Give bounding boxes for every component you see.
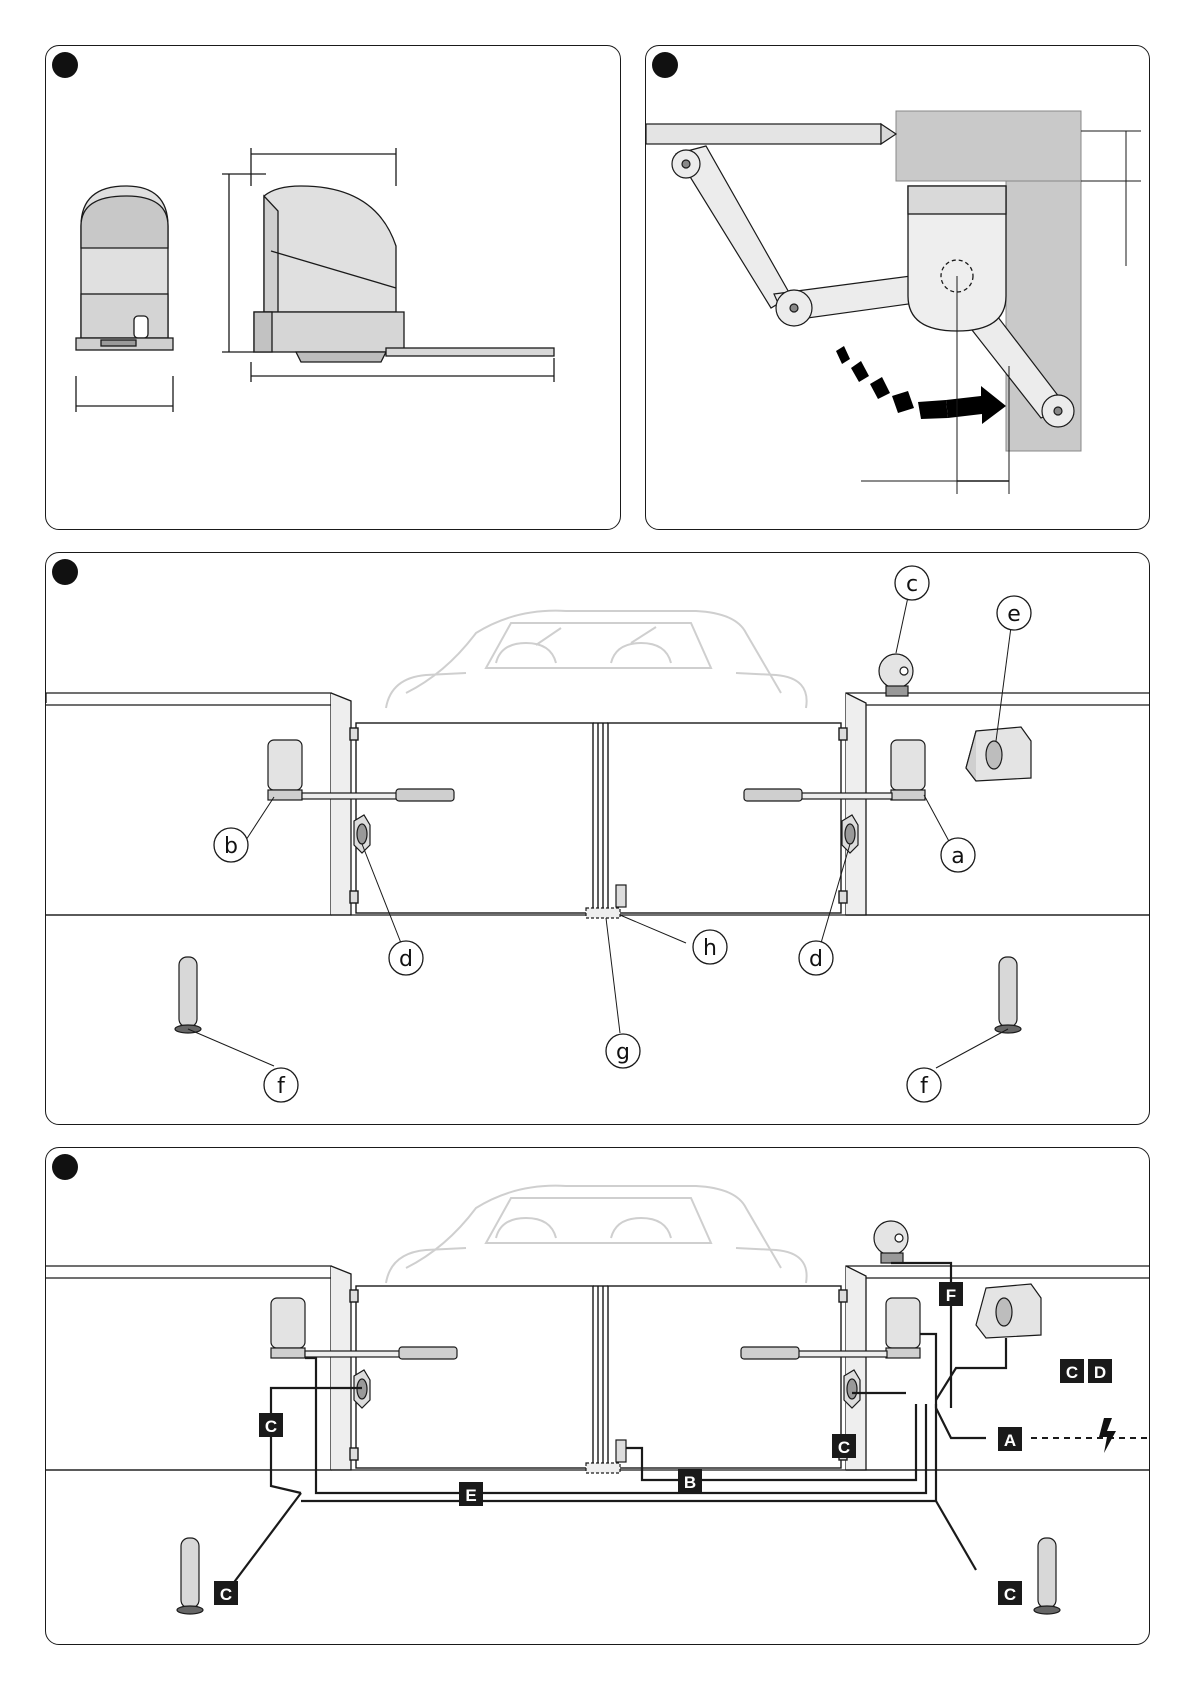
svg-text:B: B <box>684 1473 696 1492</box>
cable-tag-B: B <box>678 1469 702 1493</box>
ground-photocells <box>175 957 1021 1033</box>
gate-leaves <box>350 723 847 913</box>
svg-text:f: f <box>920 1074 929 1099</box>
svg-text:d: d <box>399 947 413 972</box>
svg-text:C: C <box>1004 1585 1016 1604</box>
cable-tag-C-right-column: C <box>998 1581 1022 1605</box>
svg-text:b: b <box>224 834 238 859</box>
svg-text:e: e <box>1007 602 1021 627</box>
cable-tag-D: D <box>1088 1359 1112 1383</box>
svg-text:C: C <box>220 1585 232 1604</box>
cable-tag-A: A <box>998 1427 1022 1451</box>
callout-g: g <box>606 1034 640 1068</box>
motor-front-view <box>76 186 173 412</box>
figure-4-panel: A B C C C C C D <box>45 1147 1150 1645</box>
svg-text:a: a <box>951 844 964 869</box>
cable-tag-F: F <box>939 1282 963 1306</box>
figure-1-drawing <box>46 46 621 530</box>
motor-side-view <box>222 148 554 382</box>
ground-photocells <box>177 1538 1060 1614</box>
key-selector <box>976 1284 1041 1338</box>
background-car <box>386 611 807 708</box>
callout-b: b <box>214 828 248 862</box>
svg-text:f: f <box>277 1074 286 1099</box>
cable-tag-E: E <box>459 1482 483 1506</box>
flashing-light <box>879 654 913 696</box>
background-car <box>386 1186 807 1283</box>
callout-c: c <box>895 566 929 600</box>
figure-3-drawing: a b c d d e f f <box>46 553 1150 1125</box>
svg-text:d: d <box>809 947 823 972</box>
svg-text:D: D <box>1094 1363 1106 1382</box>
svg-text:g: g <box>616 1040 630 1065</box>
opening-direction-arrow <box>836 346 1006 424</box>
key-selector <box>966 727 1031 781</box>
figure-4-drawing: A B C C C C C D <box>46 1148 1150 1645</box>
svg-text:C: C <box>1066 1363 1078 1382</box>
svg-text:E: E <box>465 1486 476 1505</box>
flashing-light <box>874 1221 908 1263</box>
gate-leaf <box>646 124 896 144</box>
cable-tag-C-selector: C <box>1060 1359 1084 1383</box>
callout-e: e <box>997 596 1031 630</box>
cable-tag-C-left-column: C <box>214 1581 238 1605</box>
svg-text:C: C <box>265 1417 277 1436</box>
callout-a: a <box>941 838 975 872</box>
callout-f-right: f <box>907 1068 941 1102</box>
svg-text:c: c <box>906 572 918 597</box>
svg-text:A: A <box>1004 1431 1016 1450</box>
figure-2-drawing <box>646 46 1150 530</box>
cable-tag-C-left-motor: C <box>259 1413 283 1437</box>
callout-d-right: d <box>799 941 833 975</box>
callout-h: h <box>693 930 727 964</box>
figure-1-panel <box>45 45 621 530</box>
callout-d-left: d <box>389 941 423 975</box>
figure-3-panel: a b c d d e f f <box>45 552 1150 1125</box>
cable-tag-C-right-photocell: C <box>832 1434 856 1458</box>
callout-f-left: f <box>264 1068 298 1102</box>
svg-text:F: F <box>946 1286 956 1305</box>
svg-text:h: h <box>703 936 717 961</box>
figure-2-panel <box>645 45 1150 530</box>
svg-text:C: C <box>838 1438 850 1457</box>
gate-leaves <box>350 1286 847 1468</box>
